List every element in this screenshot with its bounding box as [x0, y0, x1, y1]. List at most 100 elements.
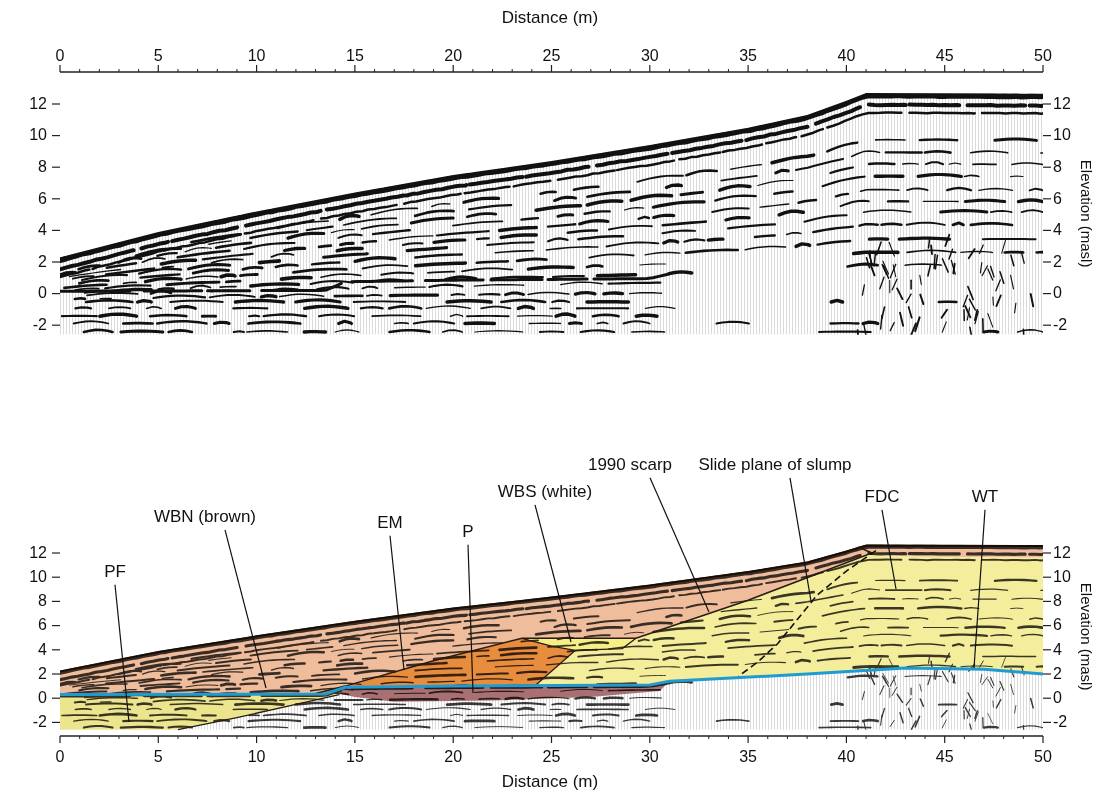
- radar-reflection: [428, 272, 455, 273]
- axis-line: [1043, 649, 1051, 650]
- radar-reflection: [247, 331, 288, 332]
- radar-reflection: [965, 627, 1004, 628]
- radar-reflection: [831, 322, 859, 325]
- axis-line: [512, 69, 513, 72]
- radar-reflection: [465, 187, 510, 194]
- tick-label: 2: [1053, 665, 1062, 683]
- radar-reflection: [715, 623, 756, 627]
- axis-line: [177, 736, 178, 739]
- tick-label: 45: [936, 47, 954, 65]
- radar-reflection: [841, 201, 869, 206]
- radar-reflection: [947, 188, 971, 190]
- radar-reflection: [305, 708, 348, 710]
- unit-label: FDC: [865, 487, 900, 507]
- tick-label: 8: [38, 158, 47, 176]
- radar-reflection: [1012, 598, 1043, 599]
- radar-reflection: [607, 659, 659, 662]
- tick-label: 10: [248, 748, 266, 766]
- radar-reflection: [147, 708, 162, 709]
- radar-reflection: [203, 668, 253, 672]
- radar-reflection: [918, 607, 961, 609]
- tick-label: 25: [543, 47, 561, 65]
- radar-reflection: [467, 214, 495, 217]
- axis-line: [1043, 325, 1051, 326]
- axis-line: [118, 736, 119, 739]
- radar-reflection: [799, 200, 817, 203]
- radar-reflection: [961, 665, 993, 667]
- radar-reflection: [890, 323, 894, 331]
- radar-reflection: [1019, 200, 1044, 202]
- radar-reflection: [425, 278, 483, 282]
- axis-line: [374, 736, 375, 739]
- radar-reflection: [836, 194, 848, 196]
- radar-reflection: [390, 330, 430, 332]
- axis-line: [236, 69, 237, 72]
- tick-label: 50: [1034, 748, 1052, 766]
- radar-reflection: [869, 252, 872, 264]
- axis-line: [52, 577, 60, 578]
- axis-line: [335, 736, 336, 739]
- radar-reflection: [354, 703, 406, 705]
- radar-reflection: [477, 655, 489, 657]
- radar-reflection: [373, 230, 410, 234]
- radar-reflection: [403, 660, 423, 661]
- axis-line: [413, 69, 414, 72]
- radar-reflection: [1011, 255, 1014, 265]
- radar-reflection: [558, 215, 573, 217]
- surface-band: [60, 545, 1043, 671]
- radar-reflection: [968, 693, 973, 703]
- radar-reflection: [304, 330, 325, 334]
- radar-reflection: [1005, 665, 1024, 667]
- tick-label: -2: [1053, 713, 1067, 731]
- leader-line: [115, 585, 129, 722]
- radar-reflection: [907, 188, 928, 190]
- radar-reflection: [911, 721, 916, 729]
- axis-line: [689, 69, 690, 72]
- axis-line: [512, 736, 513, 739]
- radar-reflection: [338, 235, 361, 238]
- radar-reflection: [62, 714, 97, 716]
- radar-reflection: [909, 709, 912, 717]
- radar-reflection: [568, 230, 597, 232]
- radar-reflection: [518, 315, 553, 317]
- radar-reflection: [995, 139, 1037, 141]
- leader-line: [650, 478, 709, 612]
- radar-reflection: [411, 640, 453, 644]
- tick-label: 4: [38, 641, 47, 659]
- radar-reflection: [107, 675, 136, 678]
- unit-boundary: [522, 638, 636, 650]
- tick-label: 2: [38, 665, 47, 683]
- radar-reflection: [189, 676, 230, 679]
- axis-line: [158, 736, 159, 743]
- radar-reflection: [558, 171, 615, 180]
- radar-reflection: [589, 668, 633, 671]
- radar-reflection: [593, 315, 619, 316]
- radar-reflection: [637, 608, 683, 613]
- radar-reflection: [728, 224, 775, 228]
- tick-label: 10: [29, 126, 47, 144]
- radar-reflection: [296, 300, 340, 302]
- radar-reflection: [518, 715, 553, 716]
- radar-reflection: [354, 300, 406, 303]
- radar-reflection: [831, 300, 842, 302]
- leader-line: [468, 545, 473, 693]
- axis-line: [1023, 69, 1024, 72]
- axis-line: [52, 135, 60, 136]
- radar-reflection: [119, 671, 142, 675]
- radar-reflection: [746, 127, 807, 140]
- radar-reflection: [361, 708, 383, 711]
- radar-reflection: [664, 658, 678, 660]
- radar-reflection: [858, 726, 859, 735]
- radar-reflection: [414, 719, 454, 721]
- radar-reflection: [264, 315, 307, 317]
- tick-label: 6: [38, 616, 47, 634]
- radar-reflection: [487, 242, 533, 245]
- radar-reflection: [996, 295, 1000, 306]
- radar-reflection: [969, 702, 975, 710]
- radar-reflection: [389, 708, 421, 710]
- radar-reflection: [664, 241, 678, 243]
- radar-reflection: [715, 196, 756, 201]
- radar-reflection: [967, 308, 969, 320]
- radar-reflection: [799, 627, 817, 629]
